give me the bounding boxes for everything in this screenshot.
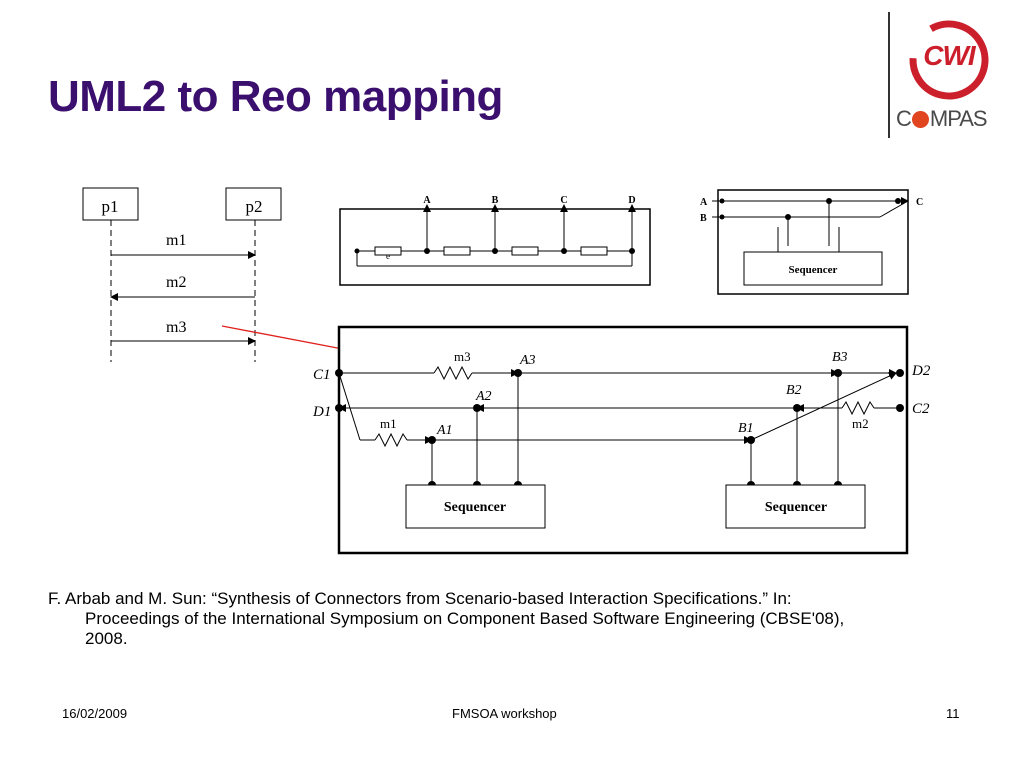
node-B1-label: B1 <box>738 421 754 436</box>
logo-area <box>888 12 998 138</box>
compas-logo-suffix: MPAS <box>929 106 988 131</box>
footer-page-number: 11 <box>946 706 960 721</box>
compas-logo: C MPAS <box>896 106 988 132</box>
node-D2 <box>896 369 904 377</box>
end-C1-label: C1 <box>313 367 331 383</box>
connector-main: C1 D1 D2 C2 m3 m2 m1 <box>312 325 931 555</box>
sequencer-box <box>743 251 883 286</box>
slide-title: UML2 to Reo mapping <box>48 72 503 121</box>
port-B-label: B <box>492 195 499 206</box>
end-D2-label: D2 <box>911 363 931 379</box>
fifo-box-2 <box>443 246 471 256</box>
channel-m2-label: m2 <box>852 416 869 431</box>
port-C-label: C <box>560 195 567 206</box>
sequence-diagram: p1 p2 m1 m2 m3 <box>82 187 282 362</box>
fifo-e-box <box>374 246 402 256</box>
node-C1 <box>335 369 343 377</box>
reference-line-1: F. Arbab and M. Sun: “Synthesis of Conne… <box>48 589 792 608</box>
channel-m2-resistor <box>841 400 875 416</box>
channel-m3-label: m3 <box>454 349 471 364</box>
sequencer-2-label: Sequencer <box>765 500 827 515</box>
compas-logo-prefix: C <box>896 106 912 131</box>
sequencer-1-label: Sequencer <box>444 500 506 515</box>
reference-line-3: 2008. <box>85 629 128 648</box>
connector-top-left: e A B C D <box>339 195 651 286</box>
connector-top-right: A B C Sequencer <box>700 189 923 295</box>
footer-date: 16/02/2009 <box>62 706 128 721</box>
end-C2-label: C2 <box>912 401 930 417</box>
port-C-label: C <box>916 197 923 208</box>
node-C2 <box>896 404 904 412</box>
node-D1 <box>335 404 343 412</box>
channel-m1-resistor <box>374 432 408 448</box>
logo-separator <box>888 12 890 138</box>
fifo-box-3 <box>511 246 539 256</box>
fifo-box-4 <box>580 246 608 256</box>
message-m2-label: m2 <box>166 274 186 291</box>
channel-m1-label: m1 <box>380 416 397 431</box>
lifeline-p2-box <box>225 187 282 221</box>
footer-event: FMSOA workshop <box>452 706 557 721</box>
sequencer-2-box <box>725 484 866 529</box>
port-D-label: D <box>628 195 635 206</box>
node-A2-label: A2 <box>475 389 492 404</box>
node-A <box>719 198 725 204</box>
message-m3-label: m3 <box>166 319 186 336</box>
channel-m3-resistor <box>433 365 473 381</box>
port-A-label: A <box>700 197 708 208</box>
node-C <box>895 198 901 204</box>
lifeline-p2-label: p2 <box>246 197 263 216</box>
lifeline-p1-label: p1 <box>102 197 119 216</box>
fifo-e-label: e <box>386 251 390 261</box>
compas-o-icon <box>911 111 929 128</box>
end-D1-label: D1 <box>312 404 331 420</box>
node <box>354 248 360 254</box>
message-m1-label: m1 <box>166 232 186 249</box>
sequencer-label: Sequencer <box>789 264 838 276</box>
sequencer-1-box <box>405 484 546 529</box>
reference-line-2: Proceedings of the International Symposi… <box>85 609 845 628</box>
node-B2-label: B2 <box>786 383 802 398</box>
node-B <box>719 214 725 220</box>
node-A1-label: A1 <box>436 423 453 438</box>
cwi-logo: CWI <box>923 40 975 71</box>
channel-B-C <box>879 200 909 218</box>
node-B3-label: B3 <box>832 350 848 365</box>
port-A-label: A <box>423 195 431 206</box>
channel-bottom-5 <box>750 372 897 441</box>
port-B-label: B <box>700 213 707 224</box>
reference-citation: F. Arbab and M. Sun: “Synthesis of Conne… <box>48 589 988 649</box>
channel-bottom-1 <box>338 372 361 441</box>
node-A3-label: A3 <box>519 353 536 368</box>
